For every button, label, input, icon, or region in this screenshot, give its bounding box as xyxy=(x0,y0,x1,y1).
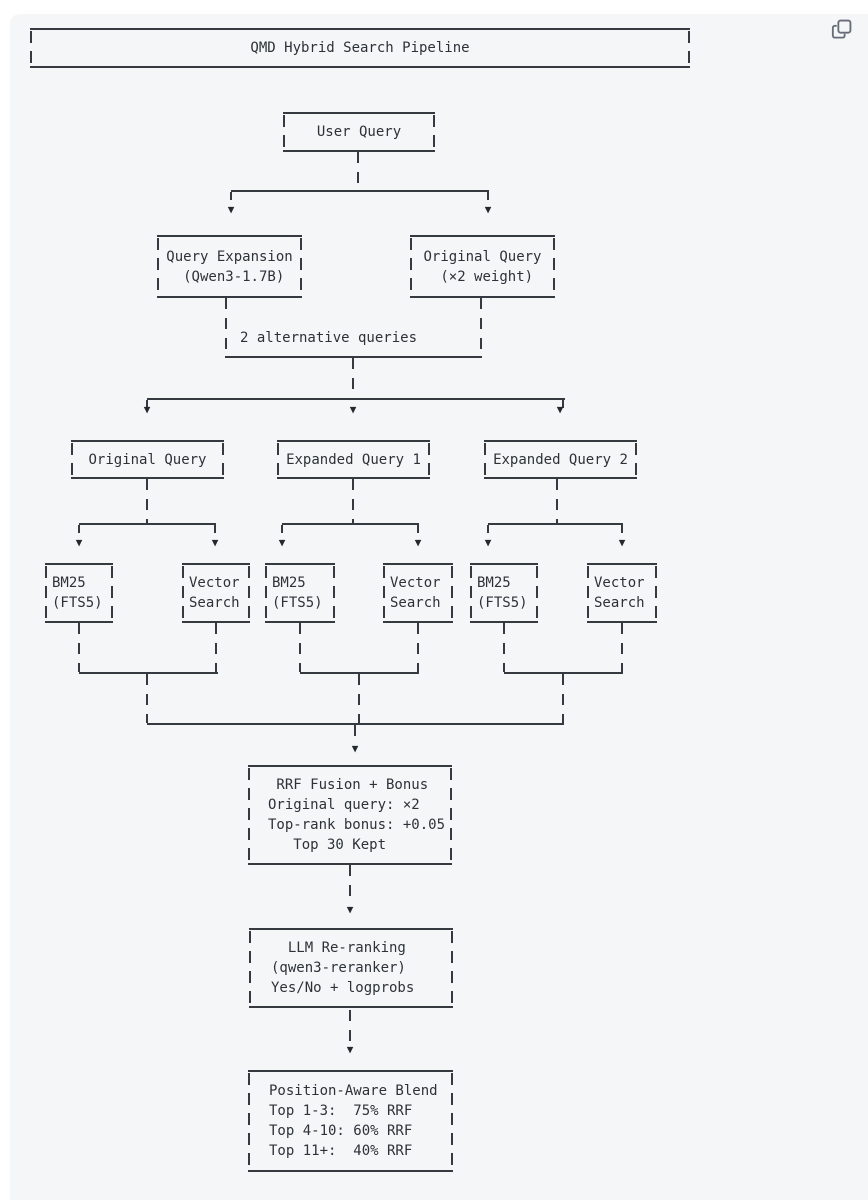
connector-line xyxy=(487,525,489,533)
arrow-down-icon: ▼ xyxy=(346,1043,354,1056)
connector-line xyxy=(349,1010,351,1043)
connector-line xyxy=(352,479,354,523)
connector-line xyxy=(621,525,623,533)
arrow-down-icon: ▼ xyxy=(211,536,219,549)
arrow-down-icon: ▼ xyxy=(351,742,359,755)
node-user-query: User Query xyxy=(283,112,435,152)
connector-line xyxy=(354,725,356,742)
arrow-down-icon: ▼ xyxy=(484,536,492,549)
connector-line xyxy=(215,623,217,672)
arrow-down-icon: ▼ xyxy=(143,403,151,416)
connector-line xyxy=(504,672,623,674)
node-expanded-query-1: Expanded Query 1 xyxy=(277,440,430,479)
node-bm25-1: BM25 (FTS5) xyxy=(45,563,113,623)
connector-line xyxy=(357,152,359,190)
connector-line xyxy=(214,525,216,533)
connector-line xyxy=(488,523,623,525)
connector-line xyxy=(562,674,564,723)
node-rrf-fusion: RRF Fusion + Bonus Original query: ×2 To… xyxy=(248,765,452,865)
connector-line xyxy=(621,623,623,672)
arrow-down-icon: ▼ xyxy=(75,536,83,549)
connector-line xyxy=(78,623,80,672)
connector-line xyxy=(282,523,419,525)
connector-line xyxy=(562,400,564,408)
connector-line xyxy=(225,356,482,358)
connector-line xyxy=(349,865,351,901)
arrow-down-icon: ▼ xyxy=(414,536,422,549)
node-position-blend: Position-Aware Blend Top 1-3: 75% RRF To… xyxy=(248,1070,453,1172)
node-vector-search-3: Vector Search xyxy=(587,563,657,623)
alt-queries-label: 2 alternative queries xyxy=(240,330,418,346)
arrow-down-icon: ▼ xyxy=(278,536,286,549)
connector-line xyxy=(487,192,489,200)
connector-line xyxy=(358,674,360,723)
connector-line xyxy=(417,525,419,533)
copy-icon xyxy=(831,19,851,39)
title-box: QMD Hybrid Search Pipeline xyxy=(30,28,690,68)
arrow-down-icon: ▼ xyxy=(556,403,564,416)
node-vector-search-2: Vector Search xyxy=(383,563,453,623)
connector-line xyxy=(78,525,80,533)
connector-line xyxy=(146,400,148,408)
node-bm25-3: BM25 (FTS5) xyxy=(470,563,538,623)
connector-line xyxy=(231,190,489,192)
connector-line xyxy=(480,298,482,356)
node-bm25-2: BM25 (FTS5) xyxy=(265,563,335,623)
connector-line xyxy=(299,623,301,672)
arrow-down-icon: ▼ xyxy=(346,903,354,916)
connector-line xyxy=(147,723,564,725)
node-llm-reranking: LLM Re-ranking (qwen3-reranker) Yes/No +… xyxy=(249,928,453,1008)
node-original-query-weighted: Original Query (×2 weight) xyxy=(410,235,555,298)
connector-line xyxy=(503,623,505,672)
code-block-panel xyxy=(10,14,868,1200)
node-expanded-query-2: Expanded Query 2 xyxy=(484,440,637,479)
pipeline-title: QMD Hybrid Search Pipeline xyxy=(250,40,470,56)
arrow-down-icon: ▼ xyxy=(484,203,492,216)
node-vector-search-1: Vector Search xyxy=(182,563,250,623)
arrow-down-icon: ▼ xyxy=(618,536,626,549)
connector-line xyxy=(146,479,148,523)
connector-line xyxy=(417,623,419,672)
copy-button[interactable] xyxy=(824,12,858,46)
connector-line xyxy=(79,523,216,525)
node-query-expansion: Query Expansion (Qwen3-1.7B) xyxy=(157,235,302,298)
node-original-query: Original Query xyxy=(71,440,224,479)
connector-line xyxy=(556,479,558,523)
connector-line xyxy=(146,674,148,723)
connector-line xyxy=(230,192,232,200)
connector-line xyxy=(147,398,565,400)
connector-line xyxy=(352,358,354,396)
connector-line xyxy=(79,672,218,674)
connector-line xyxy=(300,672,419,674)
arrow-down-icon: ▼ xyxy=(349,403,357,416)
arrow-down-icon: ▼ xyxy=(227,203,235,216)
connector-line xyxy=(281,525,283,533)
connector-line xyxy=(225,298,227,356)
